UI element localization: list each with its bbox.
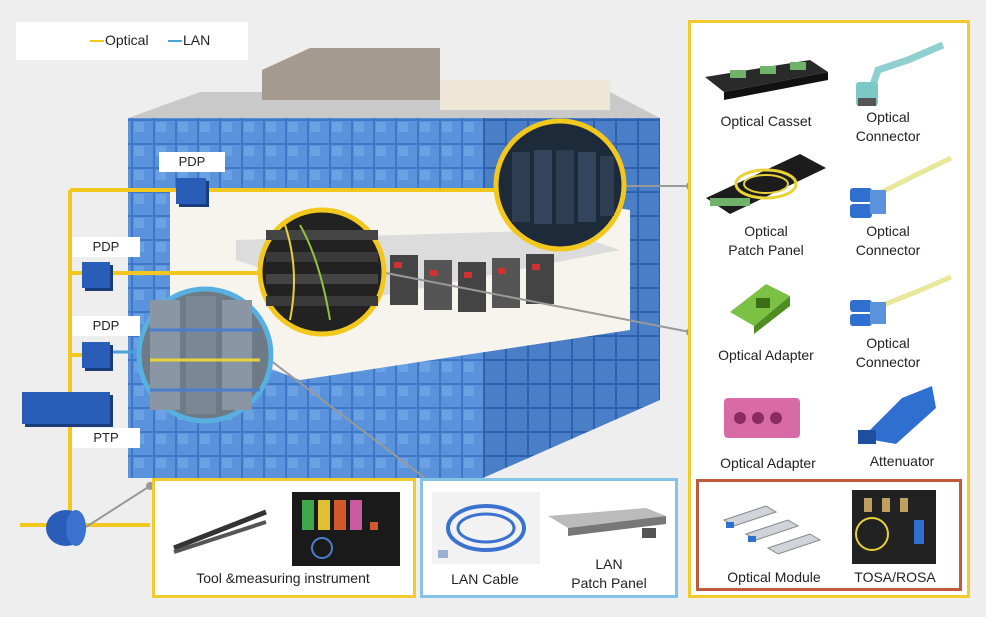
- attenuator-image: [858, 386, 936, 444]
- product-lan-patch-panel-label: LAN Patch Panel: [554, 555, 664, 593]
- product-optical-module-label: Optical Module: [727, 569, 821, 585]
- product-lan-cable-label: LAN Cable: [430, 570, 540, 589]
- product-label-line2: Connector: [855, 354, 921, 370]
- tweezers-image: [173, 509, 267, 554]
- product-label-line1: Optical: [866, 223, 910, 239]
- pdp-low-label: PDP: [72, 316, 140, 336]
- product-label-line1: LAN: [595, 556, 623, 572]
- optical-connector-image-3: [850, 274, 952, 326]
- product-attenuator-label: Attenuator: [844, 452, 960, 471]
- rooftop-unit: [262, 48, 440, 100]
- product-label-line2: Connector: [855, 128, 921, 144]
- cable-spool-icon: [46, 510, 86, 546]
- measuring-instrument-kit-image: [292, 492, 400, 566]
- pdp-low-box: [82, 342, 110, 368]
- interior-racks: [390, 254, 554, 312]
- product-optical-cassette-label: Optical Casset: [700, 112, 832, 131]
- legend: Optical LAN: [16, 22, 248, 60]
- product-label-line1: Attenuator: [869, 453, 935, 469]
- optical-patch-panel-image: [706, 154, 826, 214]
- pdp-mid-box: [82, 262, 110, 288]
- product-optical-adapter-1-label: Optical Adapter: [700, 346, 832, 365]
- product-optical-patch-panel-label: Optical Patch Panel: [700, 222, 832, 260]
- product-label-line1: Optical Adapter: [718, 347, 814, 363]
- zoom-circle-lan-rack: [136, 286, 274, 424]
- optical-connector-image-1: [856, 41, 945, 106]
- optical-cabling: [20, 188, 498, 527]
- product-optical-connector-1-label: Optical Connector: [836, 108, 940, 146]
- pdp-mid-label: PDP: [72, 237, 140, 257]
- legend-optical-label: Optical: [105, 32, 149, 48]
- lan-patch-panel-image: [548, 508, 666, 538]
- tosa-rosa-image: [852, 490, 936, 564]
- pdp-top-box: [176, 178, 206, 204]
- tools-panel-label: Tool &measuring instrument: [196, 570, 370, 586]
- ptp-label: PTP: [72, 428, 140, 448]
- product-optical-adapter-2-label: Optical Adapter: [700, 454, 836, 473]
- product-optical-connector-3-label: Optical Connector: [836, 334, 940, 372]
- product-label-line1: Optical: [866, 109, 910, 125]
- legend-lan-label: LAN: [183, 32, 211, 48]
- lan-legend-swatch: [168, 40, 182, 42]
- product-label-line2: Patch Panel: [571, 575, 647, 591]
- optical-connector-image-2: [850, 155, 953, 218]
- zoom-circle-patch-panel: [257, 207, 387, 337]
- optical-legend-swatch: [90, 40, 104, 42]
- pdp-top-label: PDP: [159, 152, 225, 172]
- callout-lines: [85, 185, 691, 528]
- optical-module-image: [722, 505, 822, 555]
- product-label-line2: Connector: [855, 242, 921, 258]
- product-label-line1: Optical Casset: [720, 113, 812, 129]
- optical-adapter-green-image: [730, 284, 790, 334]
- product-label-line1: LAN Cable: [451, 571, 519, 587]
- zoom-circle-server-room: [493, 118, 627, 252]
- lan-cable-image: [432, 492, 540, 564]
- rooftop-panels: [440, 80, 610, 110]
- optical-cassette-image: [705, 60, 828, 100]
- product-optical-connector-2-label: Optical Connector: [836, 222, 940, 260]
- ptp-box: [22, 392, 110, 424]
- optical-adapter-pink-image: [724, 398, 800, 438]
- product-label-line1: Optical Adapter: [720, 455, 816, 471]
- product-label-line2: Patch Panel: [728, 242, 804, 258]
- product-label-line1: Optical: [744, 223, 788, 239]
- product-tosa-rosa-label: TOSA/ROSA: [854, 569, 936, 585]
- product-label-line1: Optical: [866, 335, 910, 351]
